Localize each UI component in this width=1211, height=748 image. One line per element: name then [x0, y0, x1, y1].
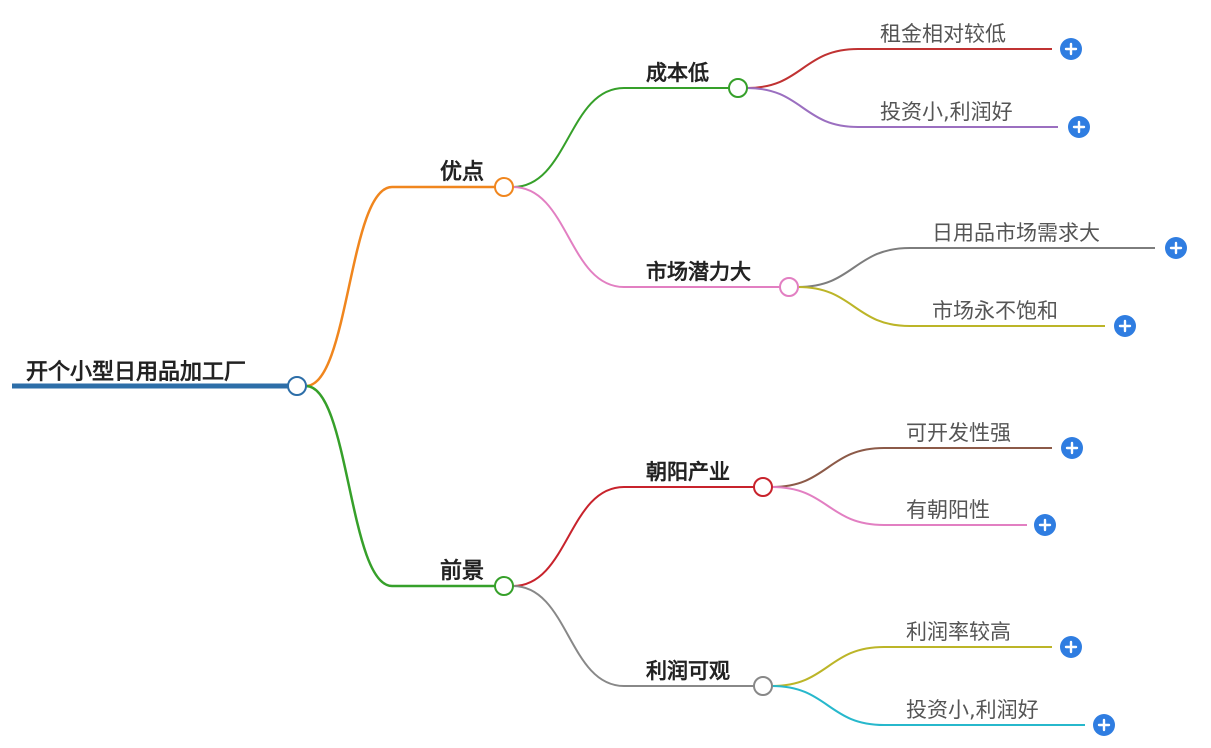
connector-topic-to-leaf	[771, 486, 885, 526]
connector-topic-to-leaf	[746, 48, 859, 89]
root-label: 开个小型日用品加工厂	[26, 360, 246, 385]
leaf-label: 投资小,利润好	[906, 698, 1039, 722]
connector-branch-to-topic	[512, 186, 625, 288]
topic-label: 利润可观	[646, 659, 730, 683]
connector-topic-to-leaf	[746, 87, 859, 128]
branch-node-toggle[interactable]	[494, 177, 514, 197]
topic-label: 市场潜力大	[646, 260, 751, 284]
expand-button[interactable]	[1061, 437, 1083, 459]
leaf-label: 有朝阳性	[906, 498, 990, 522]
topic-node-toggle[interactable]	[753, 477, 773, 497]
expand-button[interactable]	[1060, 38, 1082, 60]
expand-button[interactable]	[1165, 237, 1187, 259]
topic-label: 朝阳产业	[646, 460, 730, 484]
topic-node-toggle[interactable]	[779, 277, 799, 297]
expand-button[interactable]	[1034, 514, 1056, 536]
connector-layer	[12, 48, 1155, 726]
expand-button[interactable]	[1114, 315, 1136, 337]
node-layer: 租金相对较低投资小,利润好成本低日用品市场需求大市场永不饱和市场潜力大优点可开发…	[26, 22, 1187, 736]
connector-topic-to-leaf	[771, 646, 885, 687]
expand-button[interactable]	[1060, 636, 1082, 658]
branch-label: 优点	[440, 159, 484, 185]
leaf-label: 市场永不饱和	[932, 299, 1058, 323]
leaf-label: 租金相对较低	[880, 22, 1006, 46]
connector-topic-to-leaf	[771, 447, 885, 488]
connector-topic-to-leaf	[797, 286, 911, 327]
topic-node-toggle[interactable]	[753, 676, 773, 696]
connector-root-to-advantages	[305, 185, 393, 388]
branch-node-toggle[interactable]	[494, 576, 514, 596]
connector-branch-to-topic	[512, 87, 625, 188]
leaf-label: 利润率较高	[906, 620, 1011, 644]
expand-button[interactable]	[1093, 714, 1115, 736]
connector-branch-to-topic	[512, 585, 625, 687]
root-node-toggle[interactable]	[287, 376, 307, 396]
leaf-label: 投资小,利润好	[880, 100, 1013, 124]
topic-label: 成本低	[646, 61, 709, 85]
topic-node-toggle[interactable]	[728, 78, 748, 98]
connector-topic-to-leaf	[797, 247, 911, 288]
connector-root-to-prospects	[305, 384, 393, 588]
expand-button[interactable]	[1068, 116, 1090, 138]
connector-topic-to-leaf	[771, 685, 885, 726]
leaf-label: 可开发性强	[906, 421, 1011, 445]
leaf-label: 日用品市场需求大	[932, 221, 1100, 245]
connector-branch-to-topic	[512, 486, 625, 587]
branch-label: 前景	[440, 558, 484, 584]
